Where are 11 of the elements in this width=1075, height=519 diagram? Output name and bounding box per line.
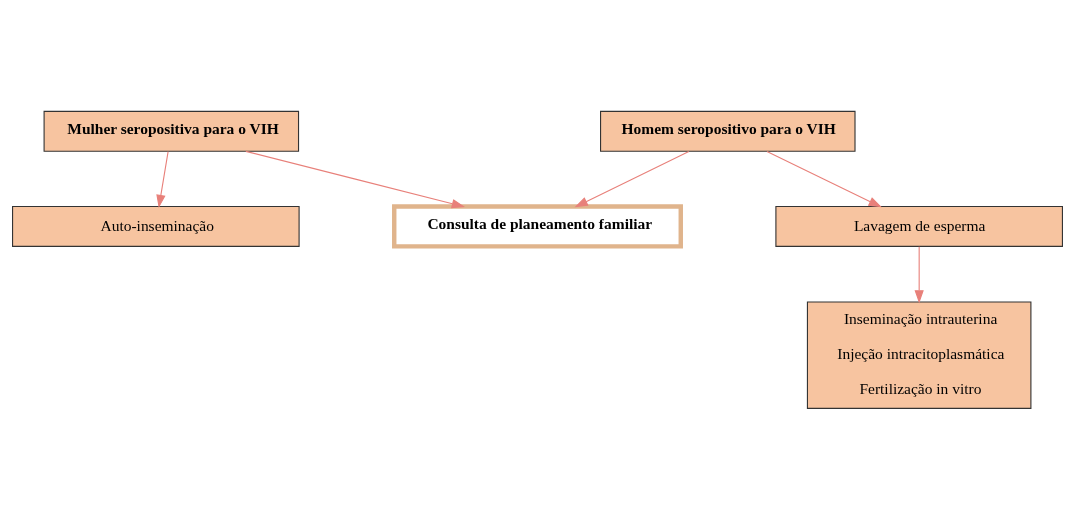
- arrow: [156, 150, 169, 208]
- node-box: Mulher seropositiva para o VIH: [43, 110, 300, 152]
- arrow: [914, 245, 924, 303]
- node-box: Auto-inseminação: [12, 205, 300, 247]
- node-box: Lavagem de esperma: [775, 205, 1063, 247]
- arrow: [766, 150, 882, 207]
- arrow: [574, 150, 690, 207]
- node-box: Homem seropositivo para o VIH: [600, 110, 856, 152]
- node-box: Inseminação intrauterina Injeção intracitoplasmática Fertilização in vitro: [806, 300, 1032, 409]
- node-box: Consulta de planeamento familiar: [392, 203, 683, 249]
- arrow: [245, 150, 465, 208]
